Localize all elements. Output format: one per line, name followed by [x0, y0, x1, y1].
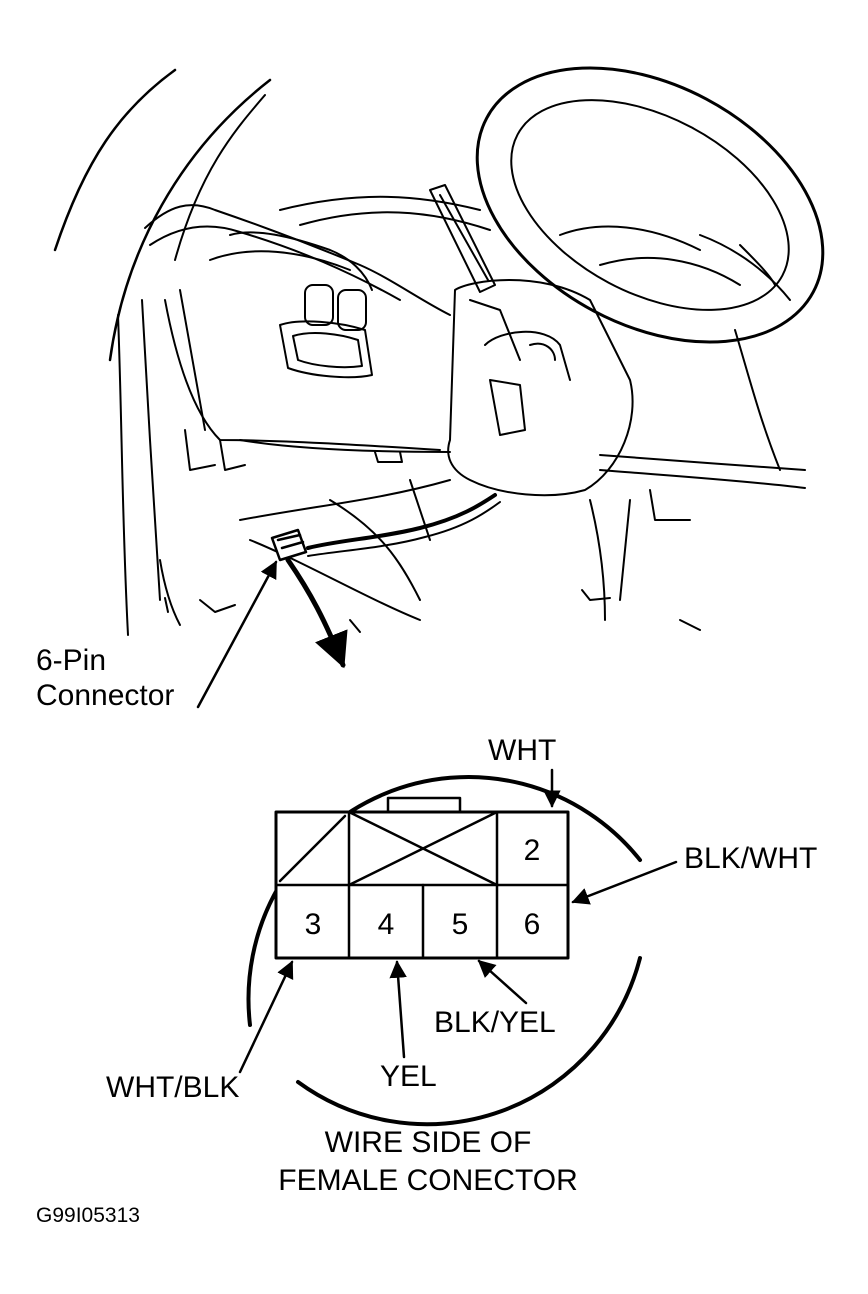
wht-blk-arrow: [238, 960, 294, 1074]
connector-callout: 6-Pin Connector: [36, 557, 348, 712]
pin-5: 5: [452, 908, 469, 941]
caption-line1: WIRE SIDE OF: [325, 1126, 532, 1159]
wire-label-blk-wht: BLK/WHT: [684, 842, 817, 875]
pin-6: 6: [524, 908, 541, 941]
connector-on-vehicle: [270, 528, 308, 562]
wire-label-blk-yel: BLK/YEL: [434, 1006, 556, 1039]
empty-cavity-mark: [278, 814, 347, 883]
connector-face: [274, 796, 570, 960]
wire-label-wht: WHT: [488, 734, 556, 767]
figure-reference-id: G99I05313: [36, 1204, 140, 1227]
pin-4: 4: [378, 908, 395, 941]
yel-arrow: [389, 960, 407, 1059]
magnify-circle-upper: [246, 775, 642, 1027]
caption-line2: FEMALE CONECTOR: [278, 1164, 578, 1197]
wire-label-wht-blk: WHT/BLK: [106, 1071, 239, 1104]
zoom-arrow: [285, 557, 348, 669]
connector-pointer-arrow: [196, 560, 278, 709]
wire-label-yel: YEL: [380, 1060, 437, 1093]
pin-3: 3: [305, 908, 322, 941]
magnified-view: 2 3 4 5 6 WHT BLK/WHT BLK/YEL YEL WHT/BL…: [106, 734, 817, 1127]
blk-wht-arrow: [571, 860, 678, 905]
magnify-circle-lower: [296, 956, 642, 1127]
pin-2: 2: [524, 834, 541, 867]
blk-yel-arrow: [477, 959, 528, 1005]
dashboard-illustration: [53, 66, 825, 636]
connector-label-line2: Connector: [36, 679, 174, 712]
connector-label-line1: 6-Pin: [36, 644, 106, 677]
wire-harness: [306, 493, 501, 557]
